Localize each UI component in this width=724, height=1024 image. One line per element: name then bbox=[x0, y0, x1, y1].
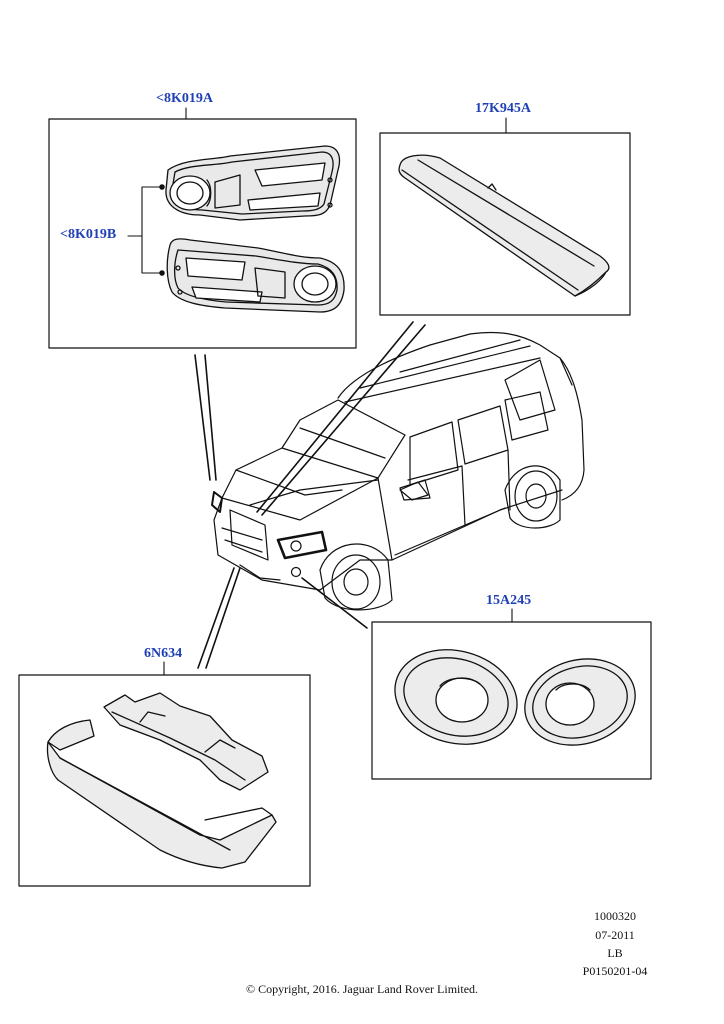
part-label-fog-bezel[interactable]: <8K019B bbox=[60, 227, 117, 242]
callout-box-roof-spoiler bbox=[379, 132, 631, 316]
fog-lamp-ring-left-drawing[interactable] bbox=[515, 647, 645, 757]
drawing-number: 1000320 bbox=[594, 909, 636, 923]
callout-box-fog-bezel-set bbox=[48, 118, 357, 349]
leader-lines bbox=[194, 321, 426, 669]
fog-lamp-ring-right-drawing[interactable] bbox=[384, 637, 528, 758]
roof-spoiler-drawing[interactable] bbox=[398, 154, 610, 297]
part-label-sump-guard[interactable]: 6N634 bbox=[144, 646, 183, 661]
illustration-ref: P0150201-04 bbox=[582, 964, 648, 978]
copyright-notice: © Copyright, 2016. Jaguar Land Rover Lim… bbox=[245, 982, 479, 996]
part-label-fog-lamp-ring[interactable]: 15A245 bbox=[486, 593, 532, 608]
vehicle-drawing bbox=[211, 331, 585, 611]
sump-guard-drawing[interactable] bbox=[46, 692, 277, 869]
drawing-date: 07-2011 bbox=[595, 928, 635, 942]
part-label-roof-spoiler[interactable]: 17K945A bbox=[475, 101, 531, 116]
market-code: LB bbox=[607, 946, 623, 960]
fog-bezel-left-drawing[interactable] bbox=[166, 238, 345, 313]
label-leaders bbox=[127, 107, 513, 676]
fog-bezel-right-drawing[interactable] bbox=[165, 145, 341, 221]
part-label-fog-bezel-set[interactable]: <8K019A bbox=[156, 91, 213, 106]
